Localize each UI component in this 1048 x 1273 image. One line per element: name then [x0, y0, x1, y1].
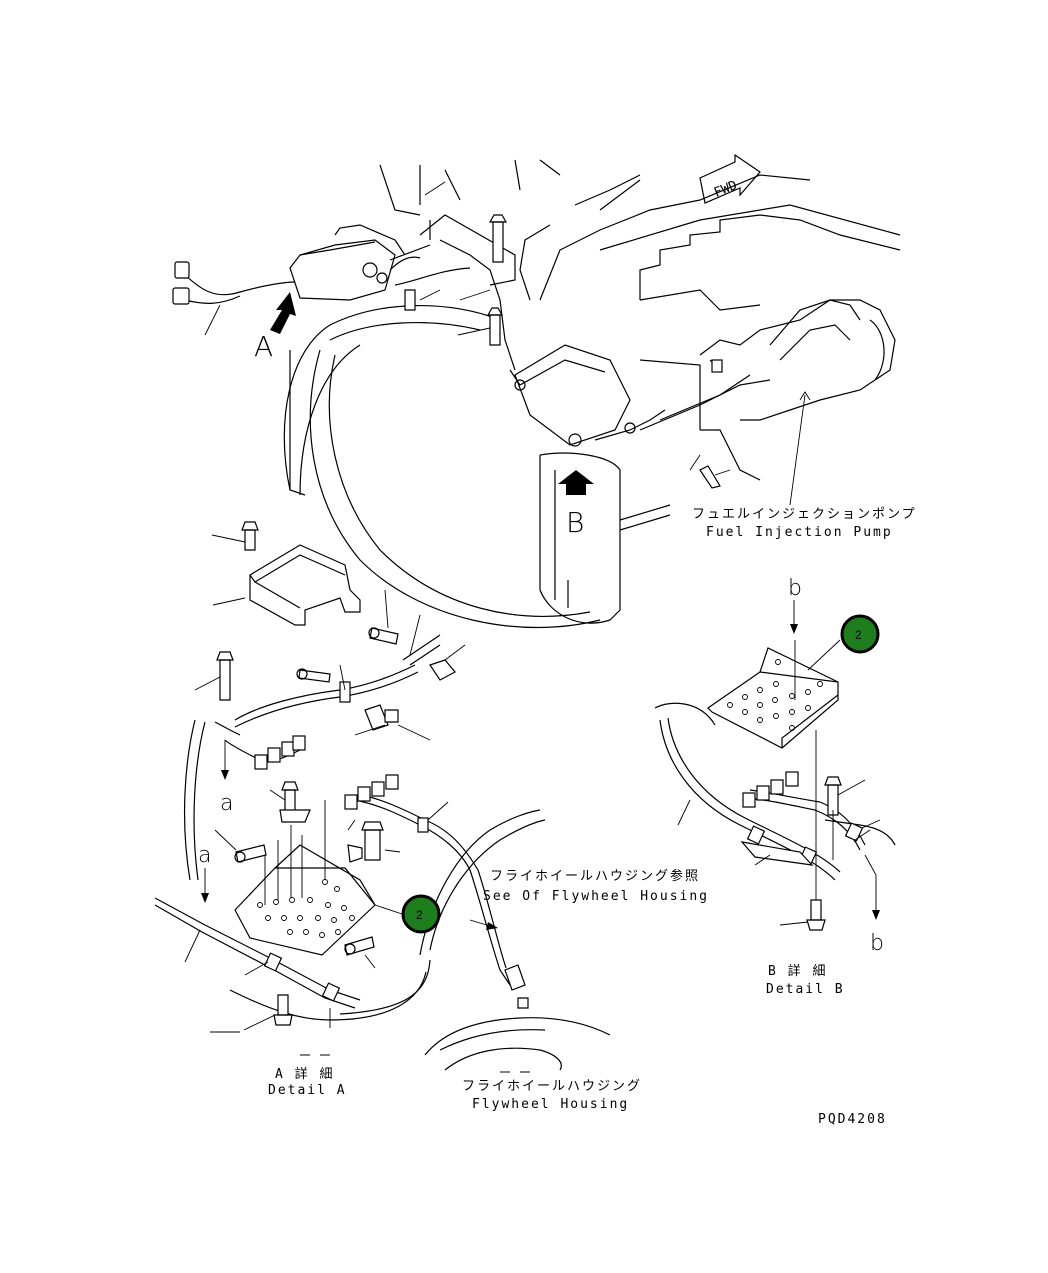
part-2-badge-text: 2 [855, 628, 862, 642]
controller-box-a [289, 224, 421, 301]
view-arrow-a: A [254, 292, 296, 363]
callout-a-upper: a [220, 791, 233, 816]
see-flywheel-label-en: See Of Flywheel Housing [483, 889, 709, 904]
plate-holes-b [727, 659, 823, 731]
plate-holes [257, 879, 355, 938]
detail-a-title-jp: A 詳 細 [275, 1066, 334, 1082]
callout-b-upper: b [788, 576, 802, 601]
part-2-badge-detail-a[interactable]: 2 [401, 894, 441, 934]
callout-b-lower: b [870, 931, 884, 956]
detail-b-view: b [654, 576, 896, 997]
engine-main-view: FWD [172, 153, 917, 629]
flywheel-housing-label-en: Flywheel Housing [472, 1097, 629, 1112]
fuel-pump-label-jp: フュエルインジェクションポンプ [692, 507, 917, 522]
fuel-pump-label-en: Fuel Injection Pump [706, 525, 893, 540]
detail-b-title-en: Detail B [766, 982, 845, 997]
see-flywheel-label-jp: フライホイールハウジング参照 [490, 868, 700, 884]
flywheel-housing-label-jp: フライホイールハウジング [462, 1079, 642, 1094]
part-2-badge-text: 2 [416, 908, 423, 922]
detail-a-view: a a [154, 521, 709, 1112]
part-2-badge-detail-b[interactable]: 2 [840, 614, 880, 654]
callout-a-lower: a [198, 843, 211, 868]
detail-a-title-en: Detail A [268, 1083, 347, 1098]
controller-box-b [509, 344, 666, 447]
fwd-label: FWD [712, 178, 740, 201]
callout-b: B [566, 506, 584, 539]
drawing-code: PQD4208 [818, 1112, 887, 1127]
callout-a: A [254, 330, 273, 363]
detail-b-title-jp: B 詳 細 [768, 963, 827, 979]
view-arrow-b: B [558, 470, 594, 539]
